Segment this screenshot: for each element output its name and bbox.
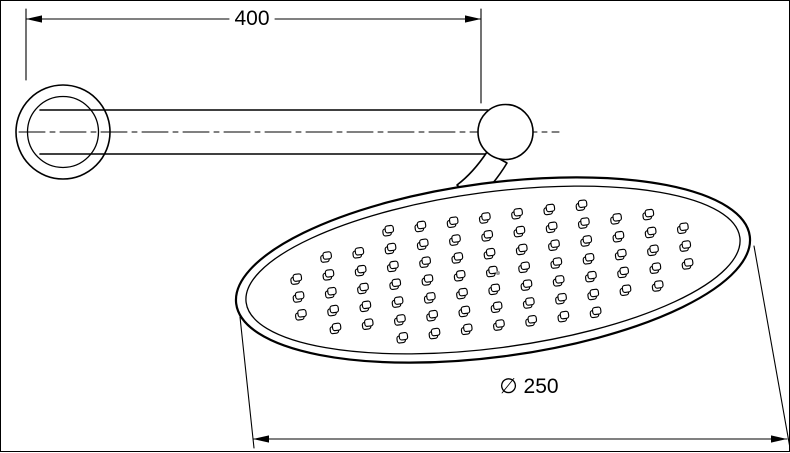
nozzle-grid: [290, 199, 694, 344]
nozzle: [513, 207, 523, 217]
nozzle: [455, 269, 466, 279]
nozzle: [518, 243, 528, 253]
nozzle: [463, 323, 473, 333]
nozzle: [448, 216, 459, 225]
arm-length-label: 400: [234, 7, 269, 30]
shower-head: [234, 176, 752, 364]
nozzle: [589, 288, 600, 298]
ext-line-left: [239, 316, 255, 449]
arrow-right: [771, 435, 787, 443]
nozzle: [423, 274, 434, 283]
nozzle: [391, 278, 402, 288]
nozzle: [614, 230, 625, 240]
nozzle: [329, 304, 340, 314]
arrow-right: [465, 15, 481, 23]
head-inner-rim: [245, 185, 741, 355]
nozzle: [557, 292, 567, 302]
nozzle: [416, 220, 427, 230]
dimension-bottom: ∅ 250: [239, 245, 790, 449]
nozzle: [297, 309, 307, 318]
nozzle: [520, 261, 531, 271]
head-diameter-label: ∅ 250: [499, 375, 558, 398]
nozzle: [419, 238, 429, 248]
arrow-left: [26, 15, 42, 23]
nozzle: [584, 252, 595, 262]
nozzle: [421, 256, 432, 265]
nozzle: [354, 246, 365, 256]
nozzle: [453, 252, 464, 261]
nozzle: [460, 305, 471, 315]
nozzle: [361, 300, 372, 310]
nozzle: [559, 310, 570, 320]
drawing-root: 400 ∅ 250: [15, 7, 790, 449]
nozzle: [495, 319, 505, 328]
nozzle: [398, 331, 409, 341]
nozzle: [324, 269, 335, 278]
nozzle: [396, 314, 406, 323]
nozzle: [492, 301, 503, 310]
nozzle: [577, 199, 588, 209]
ext-line-right: [753, 245, 790, 449]
nozzle: [386, 242, 397, 252]
nozzle: [649, 244, 659, 254]
nozzle: [582, 235, 593, 244]
nozzle: [683, 258, 694, 267]
nozzle: [393, 296, 404, 305]
nozzle: [481, 212, 491, 221]
nozzle: [619, 266, 630, 276]
nozzle: [612, 213, 622, 222]
nozzle: [554, 275, 565, 284]
shower-arm: [39, 109, 489, 155]
nozzle: [621, 284, 632, 294]
nozzle: [483, 230, 494, 239]
nozzle: [550, 239, 560, 248]
nozzle: [681, 240, 692, 249]
nozzle: [644, 208, 655, 218]
nozzle: [679, 222, 689, 231]
nozzle: [359, 282, 369, 292]
arrow-left: [253, 435, 269, 443]
nozzle: [451, 234, 461, 243]
nozzle: [426, 292, 436, 301]
nozzle: [654, 280, 664, 289]
nozzle: [430, 327, 441, 337]
nozzle: [488, 265, 498, 275]
nozzle: [527, 315, 538, 324]
nozzle: [525, 297, 535, 306]
nozzle: [364, 318, 374, 327]
nozzle: [651, 262, 662, 271]
nozzle: [485, 247, 496, 257]
nozzle: [522, 279, 533, 288]
nozzle: [294, 291, 305, 300]
nozzle: [356, 264, 367, 274]
nozzle: [617, 248, 627, 258]
nozzle: [327, 286, 337, 296]
nozzle: [587, 270, 597, 280]
nozzle: [292, 273, 303, 282]
nozzle: [490, 283, 501, 293]
nozzle: [646, 226, 657, 236]
nozzle: [580, 217, 590, 226]
nozzle: [515, 225, 526, 235]
nozzle: [458, 287, 468, 297]
ball-joint: [477, 103, 534, 161]
flange-outer-circle: [15, 84, 111, 180]
dimension-top: 400: [25, 7, 482, 104]
nozzle: [428, 309, 439, 319]
nozzle: [322, 251, 332, 260]
wall-flange: [15, 84, 111, 180]
nozzle: [384, 224, 395, 234]
nozzle: [545, 203, 556, 213]
nozzle: [547, 221, 558, 231]
nozzle: [591, 306, 602, 316]
flange-inner-circle: [26, 95, 100, 169]
nozzle: [552, 257, 563, 266]
center-mark: [496, 271, 500, 275]
nozzle: [331, 322, 342, 332]
nozzle: [389, 260, 399, 270]
